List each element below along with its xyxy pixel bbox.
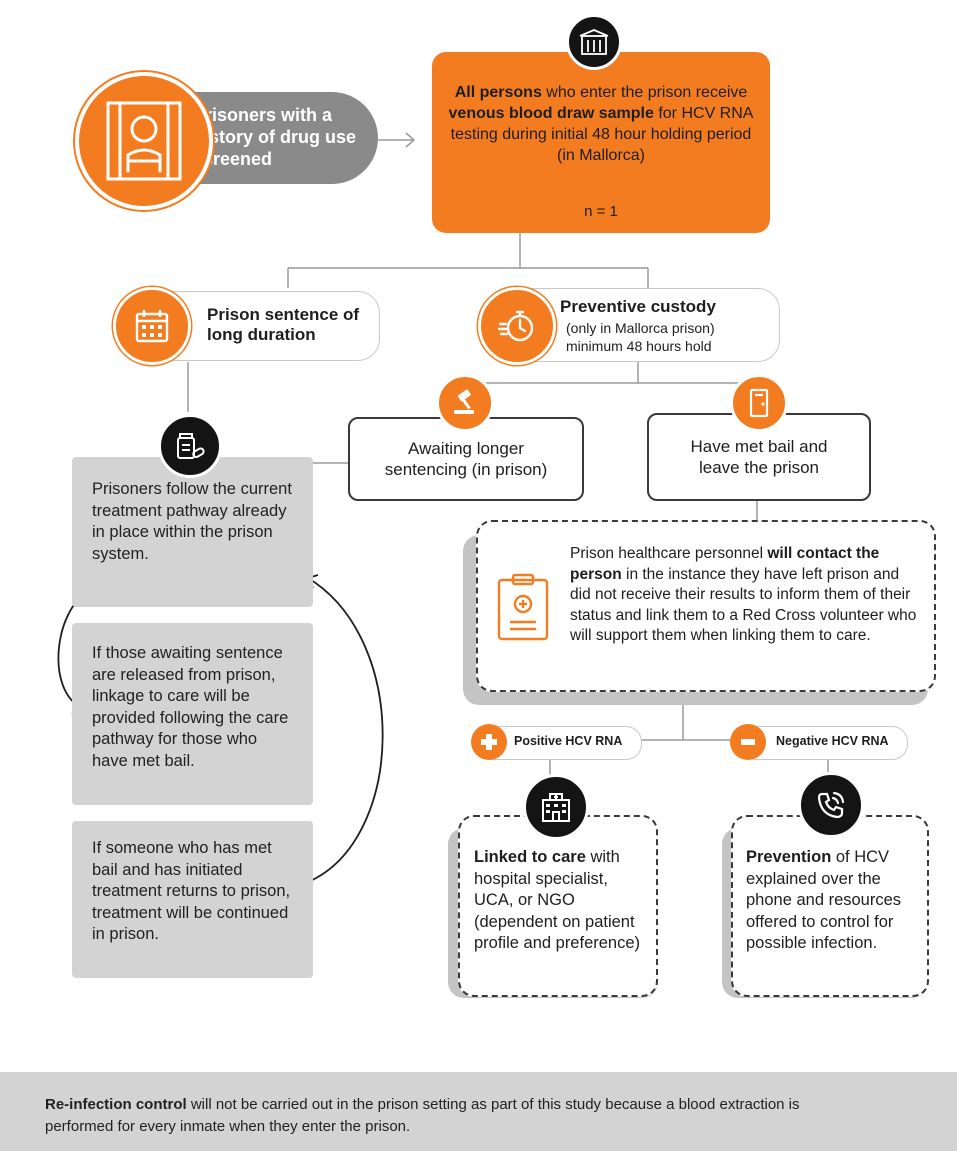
linked-bold: Linked to care: [474, 848, 586, 866]
contact-t2: in the instance they have left prison an…: [570, 565, 917, 645]
treatment-pathway-box: Prisoners follow the current treatment p…: [72, 457, 313, 607]
prison-building-icon: [566, 14, 622, 70]
negative-pill: [740, 726, 908, 760]
prevention-rest: of HCV explained over the phone and reso…: [746, 848, 902, 952]
long-sentence-label: Prison sentence of long duration: [207, 305, 360, 344]
minus-icon: [730, 724, 766, 760]
contact-bold: will contact the person: [570, 545, 880, 583]
linked-text: Linked to care with hospital specialist,…: [474, 847, 642, 955]
preventive-title: Preventive custody: [560, 297, 716, 316]
positive-label: Positive HCV RNA: [514, 734, 623, 748]
screening-label: Prisoners with a history of drug use scr…: [193, 105, 357, 169]
contact-text: Prison healthcare personnel will contact…: [570, 544, 918, 647]
hospital-icon: [523, 774, 589, 840]
treatment-pathway-text: Prisoners follow the current treatment p…: [92, 480, 292, 563]
venous-bold: venous blood draw sample: [448, 105, 654, 122]
all-persons-t1: who enter the prison receive: [541, 84, 748, 101]
footer-bold: Re-infection control: [45, 1096, 187, 1113]
negative-label: Negative HCV RNA: [776, 734, 889, 748]
gavel-icon: [436, 374, 494, 432]
released-linkage-box: If those awaiting sentence are released …: [72, 623, 313, 805]
footer-banner: [0, 1072, 957, 1151]
exit-door-icon: [730, 374, 788, 432]
sample-count: n = 1: [584, 203, 618, 220]
phone-icon: [798, 772, 864, 838]
awaiting-label: Awaiting longer sentencing (in prison): [384, 439, 548, 479]
returns-prison-box: If someone who has met bail and has init…: [72, 821, 313, 978]
all-persons-box: [432, 52, 770, 233]
contact-t1: Prison healthcare personnel: [570, 545, 768, 562]
all-persons-t2: for HCV RNA testing during initial 48 ho…: [450, 105, 754, 164]
stopwatch-icon: [478, 287, 556, 365]
released-linkage-text: If those awaiting sentence are released …: [92, 644, 289, 770]
bail-label: Have met bail and leave the prison: [690, 437, 828, 477]
plus-icon: [471, 724, 507, 760]
prevention-bold: Prevention: [746, 848, 832, 866]
calendar-icon: [113, 287, 191, 365]
linked-to-care-box: [458, 815, 658, 997]
all-persons-bold: All persons: [454, 84, 542, 101]
contact-box: [476, 520, 936, 692]
linked-rest: with hospital specialist, UCA, or NGO (d…: [474, 848, 641, 952]
prisoner-behind-bars-icon: [75, 72, 213, 210]
footer-rest: will not be carried out in the prison se…: [45, 1096, 800, 1135]
prevention-box: [731, 815, 929, 997]
returns-prison-text: If someone who has met bail and has init…: [92, 839, 291, 943]
preventive-line3: minimum 48 hours hold: [566, 338, 712, 354]
prevention-text: Prevention of HCV explained over the pho…: [746, 847, 916, 955]
preventive-line2: (only in Mallorca prison): [566, 320, 715, 336]
medicine-bottle-icon: [158, 414, 222, 478]
footer-text: Re-infection control will not be carried…: [45, 1094, 845, 1138]
medical-clipboard-icon: [496, 572, 550, 642]
all-persons-text: All persons who enter the prison receive…: [448, 82, 754, 166]
met-bail-box: Have met bail and leave the prison: [647, 413, 871, 501]
